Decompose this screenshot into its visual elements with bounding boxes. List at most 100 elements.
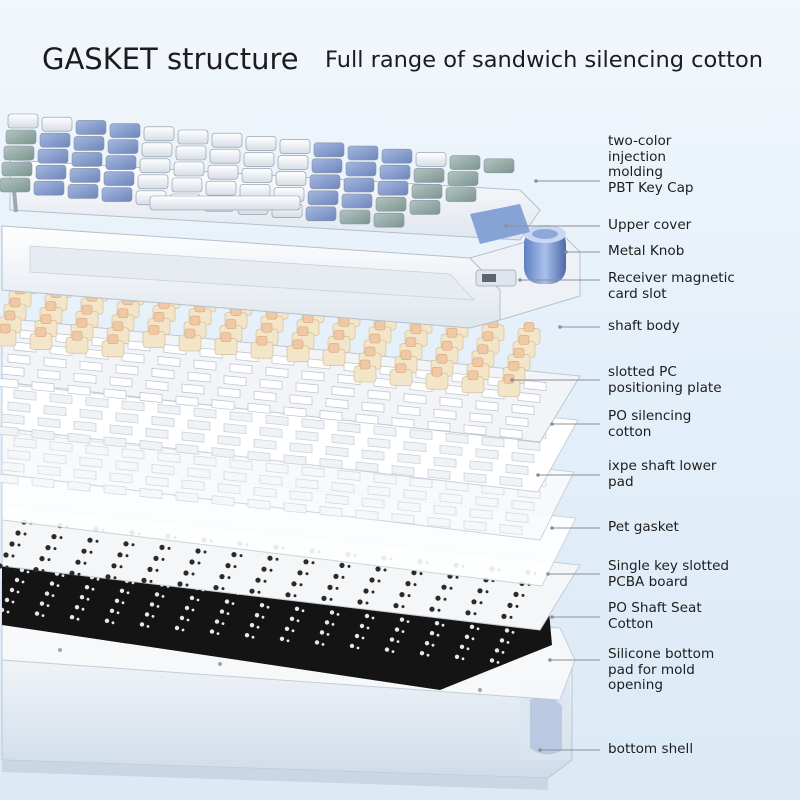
pcb-contact [161, 557, 165, 561]
pcb-contact [147, 566, 153, 573]
cotton-slot [319, 458, 343, 469]
plate-slot [187, 371, 211, 383]
pcb-solder-point [469, 624, 475, 629]
pcb-solder-point [296, 619, 300, 623]
pcb-solder-point [221, 622, 225, 625]
pcb-solder-point [139, 622, 145, 627]
pcb-solder-point [209, 629, 215, 634]
label-po-seat-cotton-line: PO Shaft Seat [608, 600, 702, 616]
pcb-solder-point [56, 584, 60, 587]
plate-slot [427, 420, 451, 432]
pcb-solder-point [191, 608, 195, 612]
cotton-slot [367, 437, 391, 449]
pcb-solder-point [464, 634, 470, 639]
pcb-contact [407, 594, 411, 598]
plate-slot [523, 380, 547, 391]
pcb-solder-point [454, 654, 460, 659]
pcb-contact [11, 554, 15, 558]
plate-slot [367, 389, 391, 401]
ixpe-slot [49, 441, 73, 453]
cotton-slot [31, 429, 55, 441]
pcb-contact [227, 576, 231, 580]
cotton-slot [445, 432, 469, 444]
pcb-solder-point [294, 606, 300, 611]
switch-stem [513, 348, 525, 358]
cotton-slot [409, 429, 433, 441]
switch-stem [374, 320, 386, 331]
ixpe-slot [403, 489, 427, 501]
cotton-slot [337, 422, 361, 433]
pcb-solder-point [406, 620, 410, 623]
label-shaft-body: shaft body [608, 318, 794, 335]
plate-slot [31, 381, 55, 393]
keycap [415, 152, 447, 167]
leader-dot [564, 250, 568, 254]
pcb-solder-point [21, 580, 25, 584]
label-keycap-line: injection [608, 148, 667, 165]
cotton-slot [439, 444, 463, 456]
keycap [341, 193, 373, 209]
pcb-solder-point [216, 632, 220, 635]
cotton-slot [469, 460, 493, 472]
label-pcba-board-line: PCBA board [608, 573, 688, 590]
pcb-contact [219, 574, 225, 580]
pcb-solder-point [39, 601, 45, 606]
pcb-contact [3, 552, 9, 558]
pcb-solder-point [116, 611, 120, 615]
plate-slot [175, 395, 199, 407]
leader-dot [546, 572, 550, 576]
pcb-solder-point [181, 628, 185, 632]
ixpe-slot [121, 448, 145, 460]
pcb-contact [303, 559, 309, 565]
keycap [75, 120, 107, 135]
pcb-solder-point [74, 605, 80, 610]
label-silicone-pad-line: opening [608, 677, 663, 693]
keycap [137, 174, 169, 190]
switch-stem [482, 331, 494, 342]
pcb-contact [509, 615, 513, 619]
pcb-solder-point [224, 599, 230, 604]
switch-stem [405, 337, 417, 347]
cotton-slot [517, 440, 541, 451]
pcb-contact [87, 537, 93, 543]
keycap [311, 158, 343, 174]
pcb-solder-point [244, 633, 250, 638]
pcb-contact [275, 557, 279, 561]
pcb-contact [285, 592, 291, 598]
pcb-solder-point [356, 646, 360, 650]
leader-dot [548, 658, 552, 662]
switch-stem [369, 333, 381, 344]
pcb-solder-point [476, 627, 480, 631]
keycap [347, 145, 379, 161]
keycap [109, 123, 141, 138]
switch-stem [523, 322, 535, 332]
pcb-solder-point [254, 613, 260, 618]
switch-stem [40, 314, 52, 324]
switch-stem [81, 304, 93, 315]
leader-dot [550, 526, 554, 530]
pcb-contact [51, 534, 57, 540]
ixpe-slot [427, 516, 451, 528]
pcb-solder-point [494, 648, 500, 653]
pcb-solder-point [466, 647, 470, 651]
pcb-contact [347, 564, 351, 568]
keycap [139, 158, 171, 174]
keycap [71, 152, 103, 167]
pcb-contact [221, 587, 225, 591]
pcb-contact [257, 590, 261, 594]
leader-dot [550, 422, 554, 426]
label-upper-cover: Upper cover [608, 217, 794, 234]
pcb-solder-point [489, 658, 495, 663]
keycap-set [0, 113, 515, 228]
pcb-solder-point [326, 633, 330, 636]
pcb-solder-point [329, 610, 335, 615]
pcba-layer [0, 552, 552, 690]
leader-dot [504, 224, 508, 228]
label-pcba-board-line: Single key slotted [608, 558, 730, 574]
leader-dot [518, 278, 522, 282]
switch-stem [328, 343, 340, 353]
pcb-solder-point [44, 591, 50, 596]
